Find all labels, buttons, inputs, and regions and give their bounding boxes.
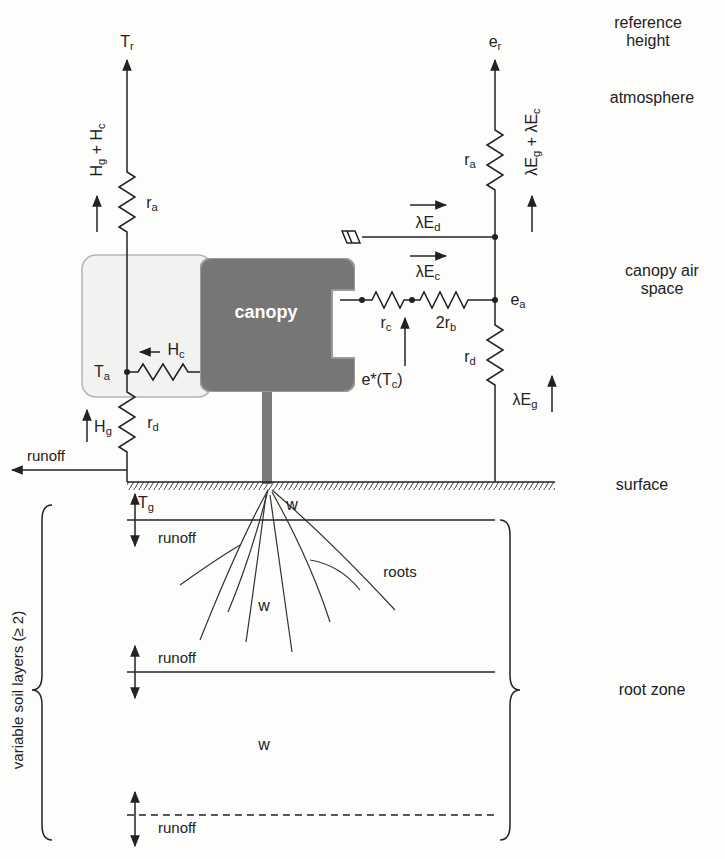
vapour-symbol: ea [510,291,525,309]
interception-path [362,236,495,238]
ground-hatching [127,482,555,490]
layer-label: canopy air space [617,262,707,299]
layer-label: atmosphere [610,89,695,107]
temperature-symbol: Tr [120,33,134,51]
flux-arrow [410,204,446,206]
resistance-symbol: rc [381,314,392,332]
canopy-shape: canopy [200,258,355,392]
flux-arrow [96,196,98,232]
temperature-symbol: Tg [138,494,154,512]
resistance-symbol: ra [146,194,158,212]
flux-label: λEg + λEc [523,108,541,175]
runoff-arrow [134,494,136,546]
canopy-air-space-box [82,255,212,397]
flux-label: Hg + Hc [88,123,106,176]
runoff-arrow [12,469,127,471]
soil-moisture-symbol: w [286,496,298,514]
layer-label: surface [616,476,668,494]
flux-label: λEc [416,263,440,281]
runoff-label: runoff [158,819,196,836]
runoff-arrow [134,792,136,846]
vapour-symbol: er [489,33,502,51]
flux-arrow [410,255,446,257]
temperature-symbol: Ta [94,363,110,381]
vapour-path [487,60,503,482]
canopy-label: canopy [234,302,297,323]
flux-label: λEd [416,214,441,232]
flux-arrow [531,196,533,232]
wet-leaf-symbol [342,231,360,243]
runoff-label: runoff [27,447,65,464]
roots [180,490,395,652]
heat-path [119,60,135,482]
flux-label: Hg [94,418,112,436]
soil-moisture-symbol: w [258,736,270,754]
roots-label: roots [383,563,416,580]
resistance-network [12,60,552,482]
resistance-symbol: rd [147,414,159,432]
runoff-label: runoff [158,649,196,666]
runoff-arrow [134,646,136,698]
canopy-heat-resistor [127,364,205,380]
flux-arrow [86,410,88,442]
braces [32,505,520,840]
resistance-symbol: rd [464,348,476,366]
flux-arrow [404,318,406,366]
canopy-outline [200,258,355,392]
vapour-symbol: e*(Tc) [361,371,402,389]
tree-trunk [262,390,272,484]
flux-arrow [140,351,160,353]
flux-label: Hc [167,341,184,359]
resistance-symbol: 2rb [436,314,456,332]
resistance-symbol: ra [464,151,476,169]
surface-line [127,481,555,483]
canopy-vapour-resistors [340,292,495,308]
soil-layers-label: variable soil layers (≥ 2) [9,611,26,769]
layer-label: root zone [619,681,686,699]
runoff-label: runoff [158,529,196,546]
reference-label: reference height [601,14,696,51]
flux-arrow [551,376,553,412]
soil-moisture-symbol: w [258,597,270,615]
soil-layers [127,494,495,846]
flux-label: λEg [513,391,538,409]
